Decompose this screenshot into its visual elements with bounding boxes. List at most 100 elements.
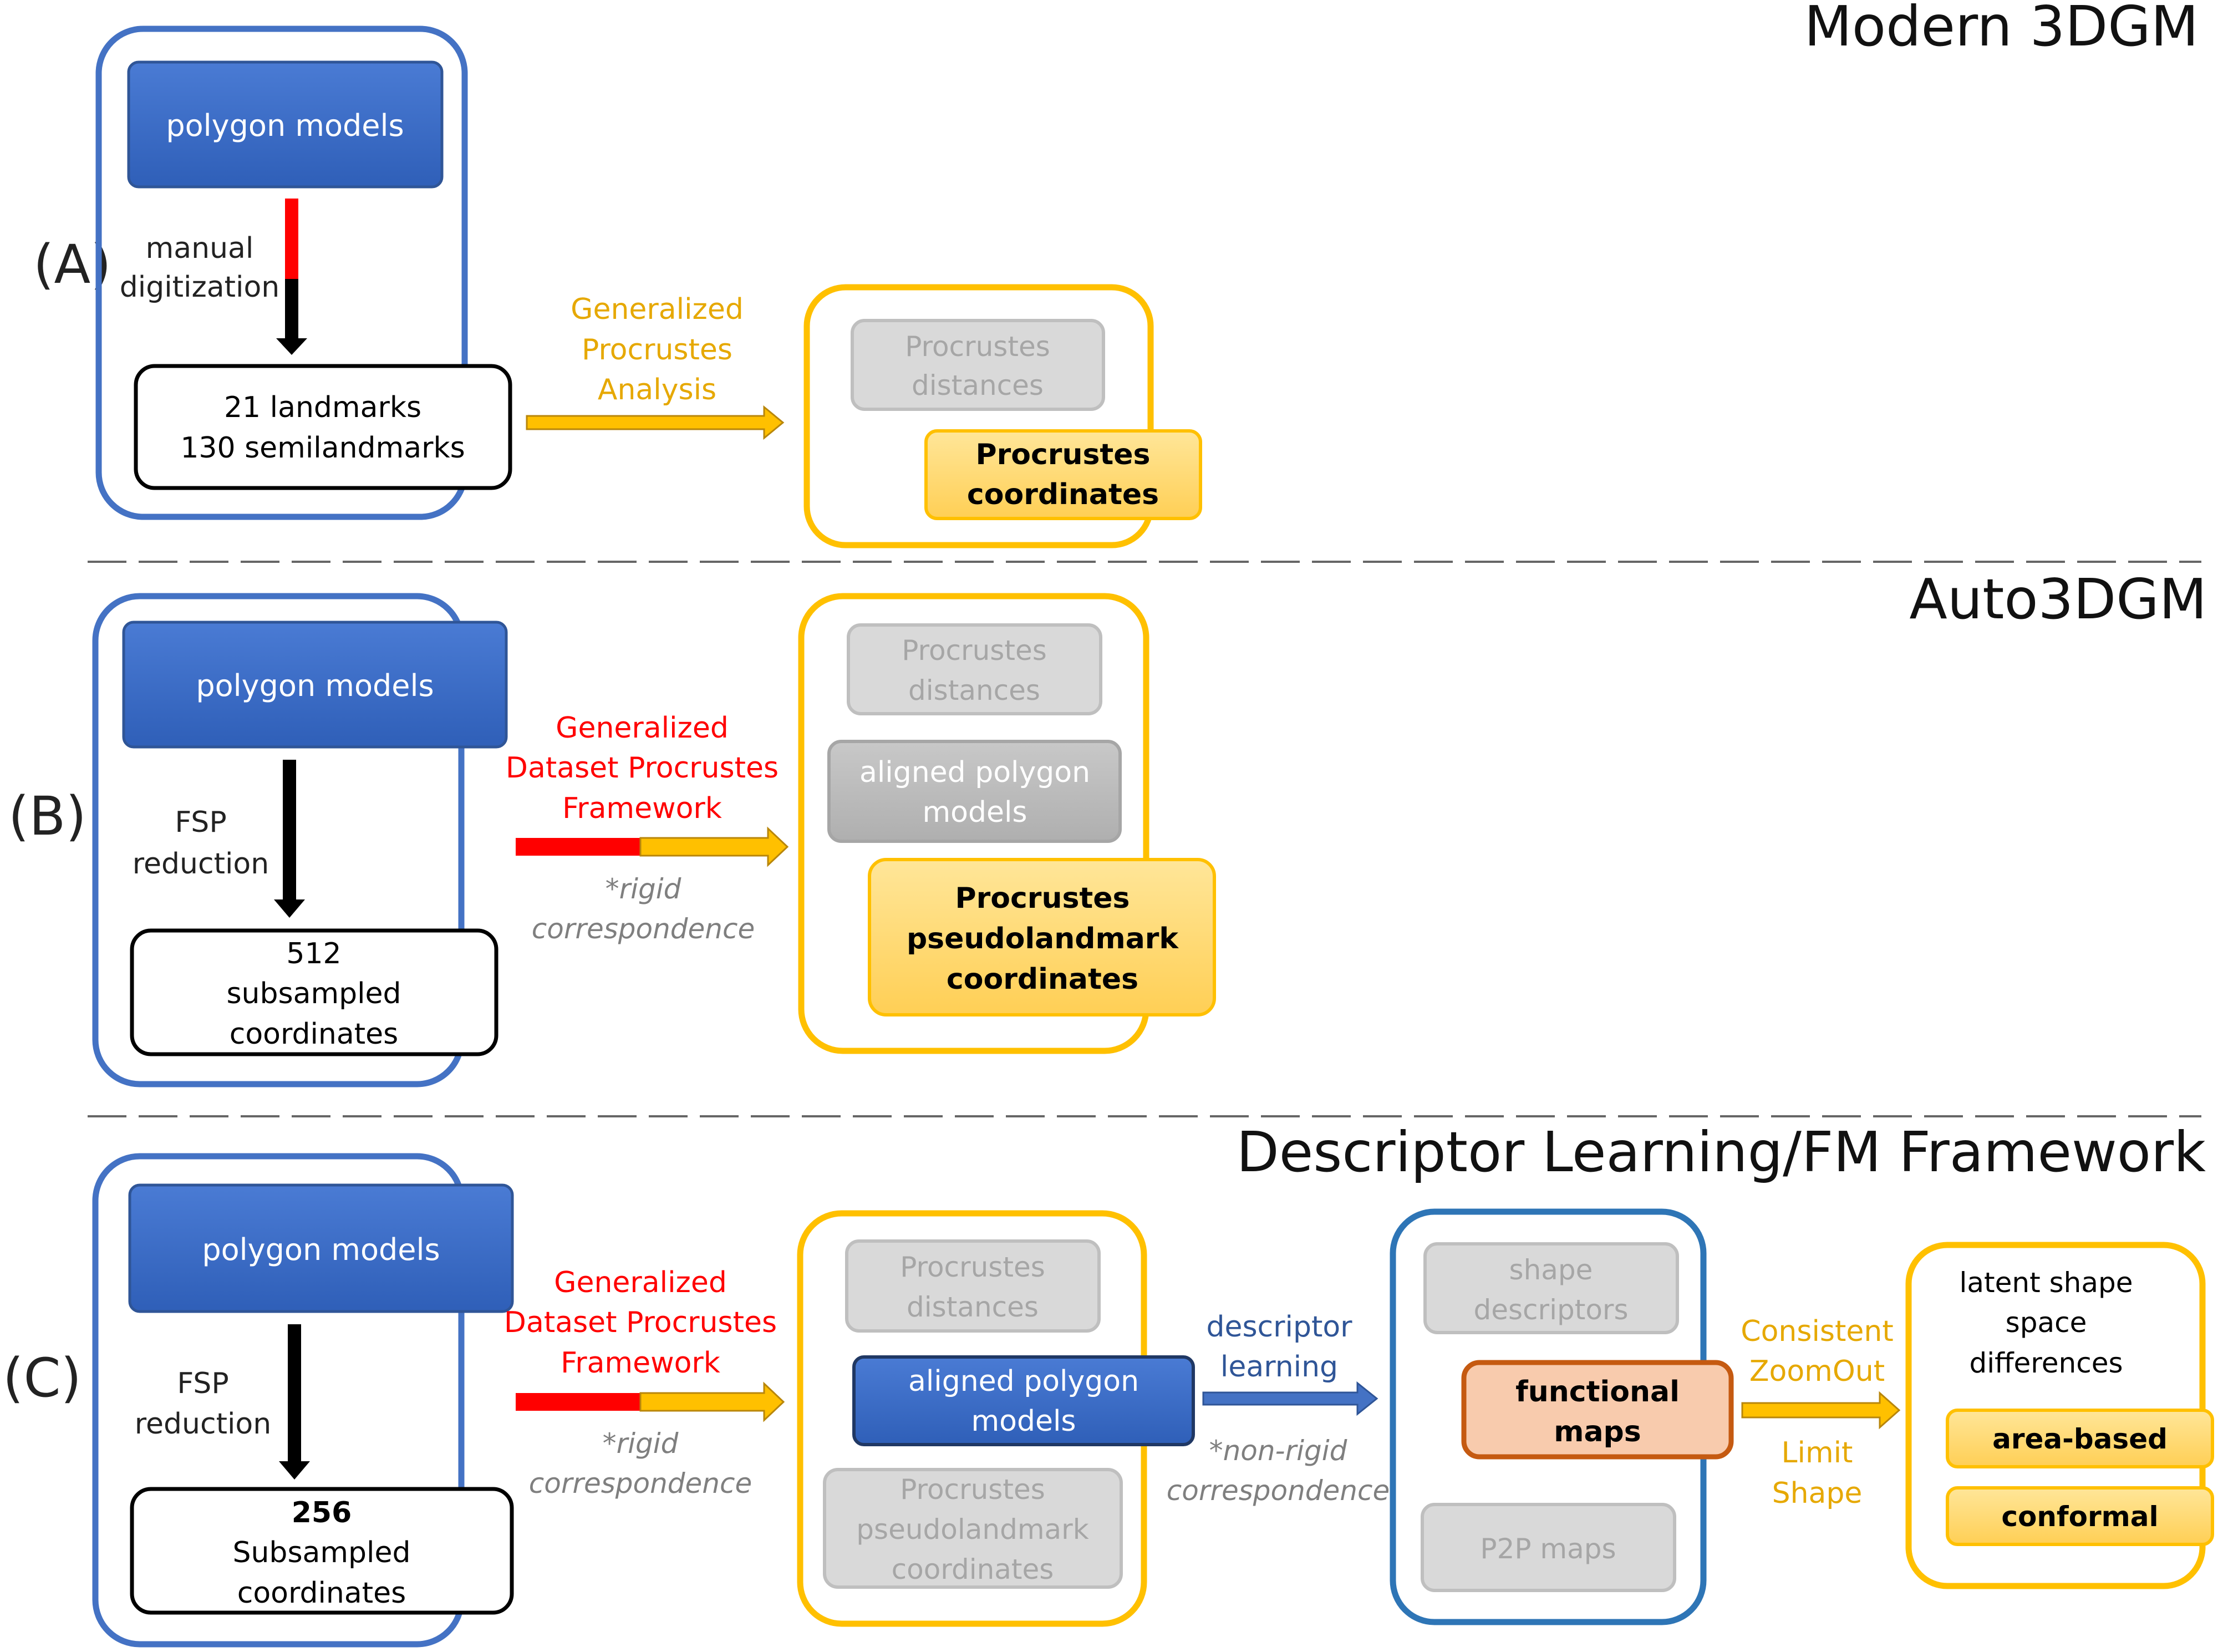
row-c-rigid-note: *rigid correspondence [529, 1427, 752, 1499]
row-c-pseudolandmark-box: Procrustes pseudolandmark coordinates [823, 1468, 1123, 1589]
svg-text:conformal: conformal [2001, 1501, 2158, 1533]
svg-text:subsampled: subsampled [226, 977, 401, 1010]
row-b-pseudolandmark-box: Procrustes pseudolandmark coordinates [868, 858, 1216, 1016]
row-a-title: Modern 3DGM [1804, 0, 2199, 59]
row-a-manual-digitization-arrow [276, 199, 307, 355]
svg-text:ZoomOut: ZoomOut [1749, 1355, 1885, 1388]
svg-text:Dataset Procrustes: Dataset Procrustes [506, 751, 779, 785]
row-c-descriptor-arrow [1202, 1381, 1378, 1416]
row-c-subsampled-box: 256 Subsampled coordinates [130, 1487, 514, 1615]
row-c-polygon-models-box: polygon models [128, 1183, 514, 1313]
svg-text:Procrustes: Procrustes [976, 438, 1151, 471]
row-c-area-based-box: area-based [1946, 1409, 2214, 1468]
svg-text:Generalized: Generalized [554, 1266, 727, 1299]
svg-text:Generalized: Generalized [571, 293, 744, 326]
svg-text:maps: maps [1554, 1415, 1641, 1448]
svg-text:aligned polygon: aligned polygon [859, 756, 1090, 789]
row-b-gdpf-arrow [516, 826, 789, 867]
svg-text:*rigid: *rigid [606, 873, 681, 905]
row-c-method-label: Generalized Dataset Procrustes Framework [504, 1266, 777, 1380]
svg-text:distances: distances [907, 1291, 1039, 1323]
row-b-fsp-arrow [274, 760, 305, 918]
row-c-step-label-2: reduction [135, 1407, 271, 1441]
row-b-input-frame [92, 593, 465, 1087]
row-b: (B) Auto3DGM polygon models FSP reductio… [8, 567, 2207, 1087]
svg-text:Procrustes: Procrustes [955, 882, 1130, 915]
svg-text:Framework: Framework [561, 1346, 720, 1380]
row-b-method-label: Generalized Dataset Procrustes Framework [506, 711, 779, 825]
svg-text:aligned polygon: aligned polygon [908, 1365, 1139, 1398]
row-c-nonrigid-note: *non-rigid correspondence [1167, 1435, 1390, 1507]
svg-text:coordinates: coordinates [237, 1577, 406, 1610]
svg-text:pseudolandmark: pseudolandmark [856, 1513, 1088, 1546]
svg-text:Subsampled: Subsampled [232, 1536, 410, 1569]
svg-text:shape: shape [1509, 1254, 1593, 1286]
svg-text:Shape: Shape [1772, 1477, 1863, 1510]
row-a-polygon-models-box: polygon models [127, 60, 444, 189]
row-a: (A) Modern 3DGM polygon models manual di… [33, 0, 2199, 548]
svg-text:Dataset Procrustes: Dataset Procrustes [504, 1306, 777, 1339]
row-c-fsp-arrow [279, 1324, 310, 1480]
row-b-step-label-2: reduction [133, 847, 269, 881]
svg-text:correspondence: correspondence [532, 913, 755, 945]
svg-text:Generalized: Generalized [556, 711, 729, 745]
row-a-step-label-2: digitization [120, 271, 280, 304]
row-c-gdpf-arrow [516, 1381, 785, 1422]
svg-text:256: 256 [292, 1496, 352, 1529]
svg-text:latent shape: latent shape [1960, 1267, 2133, 1299]
svg-text:Framework: Framework [562, 792, 722, 825]
svg-text:coordinates: coordinates [947, 963, 1138, 996]
svg-text:learning: learning [1220, 1350, 1338, 1384]
row-a-polygon-models-text: polygon models [166, 108, 404, 143]
svg-text:models: models [922, 796, 1027, 829]
row-b-title: Auto3DGM [1909, 567, 2207, 632]
svg-text:distances: distances [912, 369, 1044, 401]
row-c-conformal-box: conformal [1946, 1486, 2214, 1546]
row-c-procrustes-distances-box: Procrustes distances [845, 1239, 1101, 1333]
svg-text:correspondence: correspondence [529, 1467, 752, 1499]
svg-text:area-based: area-based [1992, 1423, 2168, 1455]
row-c-polygon-models-text: polygon models [202, 1232, 440, 1267]
svg-text:pseudolandmark: pseudolandmark [907, 922, 1179, 955]
row-c-p2p-maps-box: P2P maps [1421, 1503, 1676, 1592]
svg-text:distances: distances [908, 674, 1040, 706]
svg-text:Procrustes: Procrustes [900, 1473, 1045, 1506]
row-c: (C) Descriptor Learning/FM Framework pol… [3, 1120, 2214, 1648]
row-a-landmarks-line-2: 130 semilandmarks [180, 431, 465, 465]
row-c-limit-shape-label: Limit Shape [1772, 1436, 1863, 1510]
svg-text:models: models [971, 1405, 1076, 1438]
svg-text:coordinates: coordinates [967, 478, 1159, 511]
svg-text:correspondence: correspondence [1167, 1475, 1390, 1507]
row-b-polygon-models-box: polygon models [122, 621, 508, 749]
svg-text:coordinates: coordinates [230, 1018, 398, 1051]
svg-text:512: 512 [286, 937, 341, 970]
row-b-label: (B) [8, 785, 87, 847]
svg-text:differences: differences [1969, 1347, 2123, 1379]
row-a-input-frame [95, 26, 468, 520]
svg-text:Procrustes: Procrustes [905, 331, 1050, 363]
svg-text:functional: functional [1515, 1375, 1680, 1409]
row-b-rigid-note: *rigid correspondence [532, 873, 755, 945]
row-c-aligned-polygon-box: aligned polygon models [852, 1355, 1195, 1446]
row-b-polygon-models-text: polygon models [196, 668, 434, 703]
row-a-procrustes-distances-box: Procrustes distances [851, 319, 1105, 411]
row-a-landmarks-line-1: 21 landmarks [224, 391, 421, 424]
svg-text:Procrustes: Procrustes [582, 333, 732, 367]
row-a-procrustes-coordinates-box: Procrustes coordinates [924, 429, 1202, 520]
row-b-subsampled-box: 512 subsampled coordinates [130, 928, 498, 1056]
svg-text:coordinates: coordinates [892, 1553, 1054, 1585]
svg-text:Analysis: Analysis [598, 373, 716, 406]
row-b-procrustes-distances-box: Procrustes distances [847, 623, 1102, 715]
svg-text:*rigid: *rigid [603, 1427, 679, 1460]
row-c-step-label-1: FSP [177, 1367, 228, 1400]
row-c-descriptor-label: descriptor learning [1206, 1310, 1352, 1384]
row-c-latent-label: latent shape space differences [1960, 1267, 2133, 1379]
svg-text:descriptors: descriptors [1473, 1294, 1628, 1326]
svg-text:space: space [2006, 1307, 2087, 1339]
row-a-landmarks-box: 21 landmarks 130 semilandmarks [134, 364, 512, 490]
svg-text:Limit: Limit [1782, 1436, 1853, 1470]
row-c-label: (C) [3, 1347, 82, 1409]
row-a-gpa-arrow [526, 405, 785, 440]
row-c-zoomout-arrow [1741, 1391, 1901, 1430]
row-c-shape-descriptors-box: shape descriptors [1423, 1242, 1679, 1334]
